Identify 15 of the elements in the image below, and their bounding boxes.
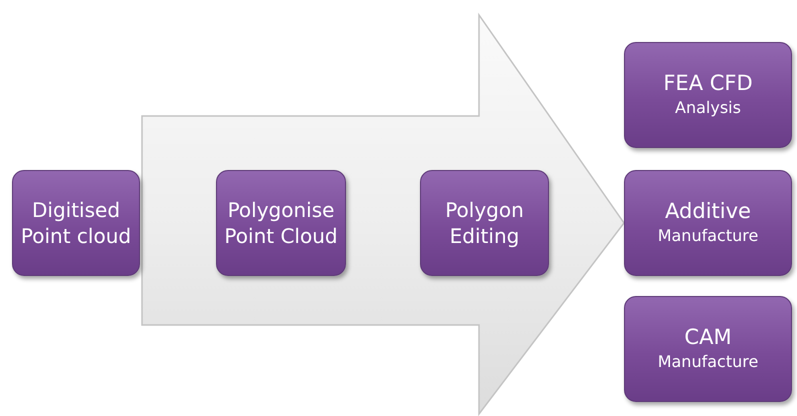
process-box [216, 170, 346, 276]
box-title: Digitised Point cloud [20, 197, 132, 249]
box-subtitle: Manufacture [658, 225, 758, 248]
box-subtitle: Analysis [675, 97, 741, 120]
box-title: Polygonise Point Cloud [223, 197, 339, 249]
box-title: CAM [684, 324, 732, 352]
process-box [624, 296, 792, 402]
process-box [420, 170, 549, 276]
process-box [624, 170, 792, 276]
box-title: Polygon Editing [444, 197, 525, 249]
box-subtitle: Manufacture [658, 351, 758, 374]
box-title: FEA CFD [663, 70, 753, 98]
box-title: Additive [665, 198, 751, 226]
process-box [12, 170, 140, 276]
process-box [624, 42, 792, 148]
